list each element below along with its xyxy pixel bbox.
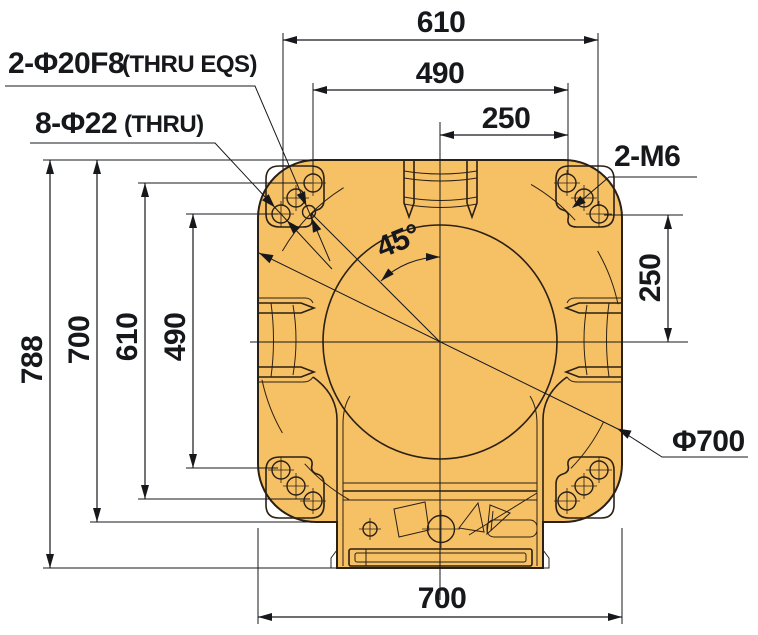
dim-text: 490: [416, 57, 465, 90]
foot-flare-right: [542, 549, 550, 569]
pad-outline: [265, 456, 325, 519]
pin-holes-note: (THRU EQS): [122, 51, 257, 78]
pad-top-right: [554, 165, 615, 228]
phi700-arc: [597, 250, 619, 305]
leader-line: [574, 176, 697, 207]
callout-pin-holes: 2-Φ20F8 (THRU EQS): [5, 47, 331, 262]
leader-line: [619, 429, 748, 458]
tapped-holes-label: 2-M6: [614, 140, 680, 173]
angle-reference-line: [310, 212, 441, 343]
clamp-top: [403, 160, 478, 220]
angle-arc: [380, 253, 441, 282]
clamp-right: [542, 297, 622, 421]
dimension-top-610: 610: [282, 6, 599, 206]
connector-triangle: [486, 504, 511, 536]
dimension-top-490: 490: [312, 57, 569, 174]
bolt-hole: [554, 488, 580, 514]
bolt-hole: [554, 170, 580, 196]
connector-quad: [393, 501, 430, 538]
dim-text: 250: [482, 102, 531, 135]
connector-circle: [422, 510, 460, 548]
phi700-reference-arcs: [261, 183, 619, 501]
pad-outline: [555, 165, 615, 228]
dim-text: 788: [16, 336, 49, 385]
dimension-right-250: 250: [604, 214, 683, 342]
dimension-left-788: 788: [16, 159, 337, 569]
small-hole: [359, 518, 381, 540]
bolt-hole: [283, 473, 309, 499]
phi700-arc: [261, 379, 283, 434]
bolt-circle-label: Φ700: [672, 425, 745, 458]
callout-tapped-holes: 2-M6: [572, 140, 697, 208]
connector-plate: [486, 519, 538, 538]
dim-text: 700: [63, 316, 96, 365]
bolt-hole: [268, 457, 294, 483]
phi700-arc: [281, 187, 344, 252]
bolt-hole: [571, 473, 597, 499]
connector-triangle: [458, 501, 485, 533]
dim-text: 610: [417, 6, 466, 39]
phi700-arc: [570, 421, 605, 469]
phi700-arc: [304, 463, 350, 501]
dim-text: 700: [418, 582, 467, 615]
dim-text: 250: [634, 254, 667, 303]
dim-text: 490: [159, 313, 192, 362]
centerlines: [250, 122, 688, 600]
dimension-left-700: 700: [63, 160, 312, 523]
phi700-arc: [530, 183, 576, 221]
dowel-pin-hole: [301, 204, 317, 220]
bolt-circle-dimension: Φ700: [258, 252, 748, 458]
pad-outline: [555, 456, 615, 519]
clamp-left: [258, 297, 338, 421]
callout-bolt-holes: 8-Φ22 (THRU): [30, 107, 333, 270]
pad-bottom-right: [554, 456, 615, 519]
dimension-left-490: 490: [159, 213, 278, 469]
bolt-hole: [300, 488, 326, 514]
bolt-holes-note: (THRU): [124, 111, 204, 138]
bolt-hole: [586, 457, 612, 483]
bolt-hole: [586, 201, 612, 227]
pad-bottom-left: [265, 456, 326, 519]
pin-holes-label: 2-Φ20F8: [8, 47, 124, 80]
bolt-holes-label: 8-Φ22: [35, 107, 117, 140]
dimension-bottom-700: 700: [257, 528, 623, 624]
dim-text: 610: [111, 313, 144, 362]
dimension-left-610: 610: [111, 182, 312, 500]
diameter-line: [258, 252, 621, 431]
dimension-top-250: 250: [440, 102, 568, 139]
